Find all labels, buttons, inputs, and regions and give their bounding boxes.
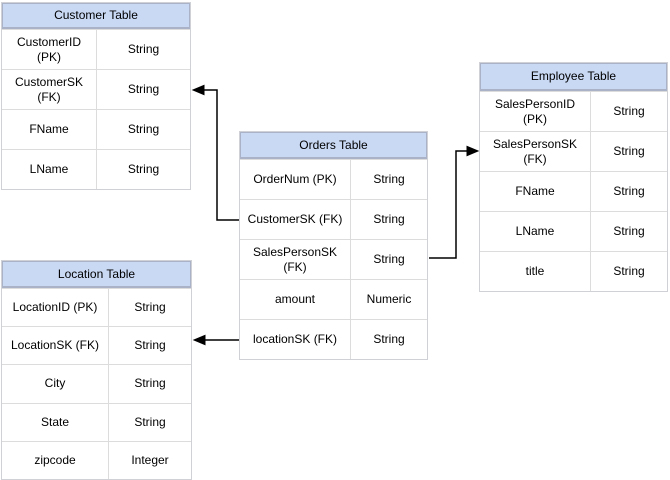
table-title-customer[interactable]: Customer Table xyxy=(2,3,190,29)
cell-employee-fname-type: String xyxy=(613,184,645,198)
row-location-city[interactable]: City String xyxy=(2,364,191,403)
arrowhead-left-location xyxy=(192,334,206,346)
row-employee-fname[interactable]: FName String xyxy=(480,171,667,211)
cell-employee-lname-field: LName xyxy=(480,212,591,251)
table-title-location[interactable]: Location Table xyxy=(2,261,191,288)
cell-customer-customerid-type: String xyxy=(127,42,160,56)
row-location-state[interactable]: State String xyxy=(2,402,191,441)
cell-location-city-field: City xyxy=(2,365,109,403)
row-orders-ordernum[interactable]: OrderNum (PK) String xyxy=(240,159,427,199)
cell-location-zipcode-type: Integer xyxy=(131,452,169,467)
cell-orders-locationsk-type: String xyxy=(373,332,405,346)
cell-location-state-field: State xyxy=(2,403,109,441)
cell-location-state-type: String xyxy=(134,414,166,429)
entity-table-customer[interactable]: Customer Table CustomerID (PK) String Cu… xyxy=(1,2,191,190)
entity-table-orders[interactable]: Orders Table OrderNum (PK) String Custom… xyxy=(239,131,428,360)
arrowhead-right-employee xyxy=(466,145,480,157)
row-orders-locationsk[interactable]: locationSK (FK) String xyxy=(240,319,427,359)
cell-customer-customerid-field: CustomerID (PK) xyxy=(2,30,97,69)
cell-orders-ordernum-field: OrderNum (PK) xyxy=(240,160,351,199)
entity-table-employee[interactable]: Employee Table SalesPersonID (PK) String… xyxy=(479,62,668,292)
cell-orders-ordernum-type: String xyxy=(373,172,405,186)
row-customer-lname[interactable]: LName String xyxy=(2,149,190,189)
row-orders-customersk[interactable]: CustomerSK (FK) String xyxy=(240,199,427,239)
cell-location-locationsk-type: String xyxy=(134,338,166,353)
row-customer-customersk[interactable]: CustomerSK (FK) String xyxy=(2,69,190,109)
row-location-locationid[interactable]: LocationID (PK) String xyxy=(2,288,191,327)
cell-customer-customersk-type: String xyxy=(127,82,160,96)
cell-customer-customersk-field: CustomerSK (FK) xyxy=(2,70,97,109)
connector-orders-to-customer[interactable] xyxy=(191,84,239,221)
cell-orders-customersk-field: CustomerSK (FK) xyxy=(240,200,351,239)
table-title-employee[interactable]: Employee Table xyxy=(480,63,667,91)
cell-location-locationid-field: LocationID (PK) xyxy=(2,289,109,327)
cell-orders-locationsk-field: locationSK (FK) xyxy=(240,320,351,359)
row-employee-lname[interactable]: LName String xyxy=(480,211,667,251)
cell-location-city-type: String xyxy=(134,376,166,391)
table-title-orders[interactable]: Orders Table xyxy=(240,132,427,159)
cell-orders-amount-field: amount xyxy=(240,280,351,319)
row-employee-salespersonsk[interactable]: SalesPersonSK (FK) String xyxy=(480,131,667,171)
row-orders-salespersonsk[interactable]: SalesPersonSK (FK) String xyxy=(240,239,427,279)
row-employee-salespersonid[interactable]: SalesPersonID (PK) String xyxy=(480,91,667,131)
cell-employee-salespersonid-type: String xyxy=(613,104,645,118)
cell-customer-lname-field: LName xyxy=(2,150,97,189)
connector-orders-to-location[interactable] xyxy=(192,334,239,346)
cell-employee-salespersonsk-type: String xyxy=(613,144,645,158)
cell-employee-title-field: title xyxy=(480,252,591,291)
arrowhead-left-customer xyxy=(191,84,205,96)
cell-employee-salespersonid-field: SalesPersonID (PK) xyxy=(480,92,591,131)
row-orders-amount[interactable]: amount Numeric xyxy=(240,279,427,319)
connector-orders-to-employee[interactable] xyxy=(429,145,480,259)
row-location-locationsk[interactable]: LocationSK (FK) String xyxy=(2,326,191,365)
cell-employee-title-type: String xyxy=(613,264,645,278)
row-customer-customerid[interactable]: CustomerID (PK) String xyxy=(2,29,190,69)
cell-customer-fname-field: FName xyxy=(2,110,97,149)
cell-orders-customersk-type: String xyxy=(373,212,405,226)
entity-table-location[interactable]: Location Table LocationID (PK) String Lo… xyxy=(1,260,192,480)
cell-customer-lname-type: String xyxy=(127,162,160,176)
cell-employee-fname-field: FName xyxy=(480,172,591,211)
row-employee-title[interactable]: title String xyxy=(480,251,667,291)
cell-location-zipcode-field: zipcode xyxy=(2,441,109,479)
cell-employee-lname-type: String xyxy=(613,224,645,238)
cell-orders-salespersonsk-field: SalesPersonSK (FK) xyxy=(240,240,351,279)
cell-orders-salespersonsk-type: String xyxy=(373,252,405,266)
cell-location-locationsk-field: LocationSK (FK) xyxy=(2,327,109,365)
cell-orders-amount-type: Numeric xyxy=(366,292,412,306)
cell-employee-salespersonsk-field: SalesPersonSK (FK) xyxy=(480,132,591,171)
cell-location-locationid-type: String xyxy=(134,300,166,315)
cell-customer-fname-type: String xyxy=(127,122,160,136)
row-location-zipcode[interactable]: zipcode Integer xyxy=(2,440,191,479)
row-customer-fname[interactable]: FName String xyxy=(2,109,190,149)
